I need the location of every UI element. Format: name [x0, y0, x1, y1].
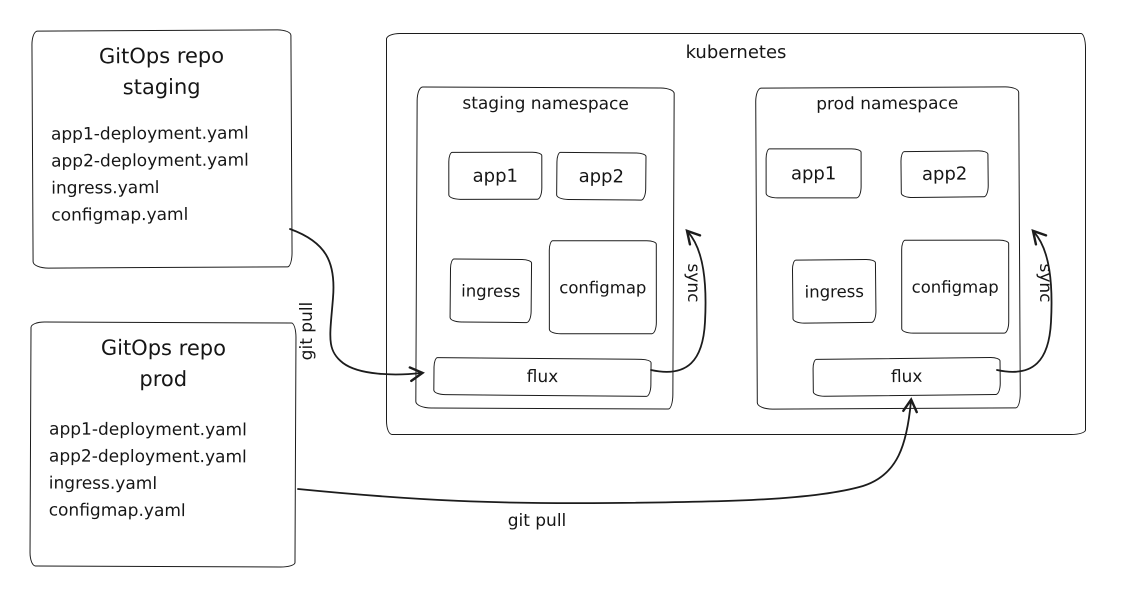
repo-staging-file-list: app1-deployment.yaml app2-deployment.yam…	[33, 120, 292, 229]
prod-app1-box: app1	[765, 148, 862, 199]
prod-configmap-box: configmap	[901, 239, 1010, 334]
prod-ingress-box: ingress	[791, 258, 877, 324]
git-pull-label-prod: git pull	[507, 511, 567, 531]
prod-flux-box: flux	[812, 356, 1001, 397]
repo-file: app2-deployment.yaml	[51, 150, 249, 172]
repo-staging-title-line2: staging	[122, 74, 201, 100]
repo-file: ingress.yaml	[51, 178, 160, 199]
repo-staging-title-line1: GitOps repo	[98, 43, 225, 69]
repo-file: app1-deployment.yaml	[50, 123, 249, 145]
gitops-repo-prod-box: GitOps repo prod app1-deployment.yaml ap…	[29, 321, 297, 568]
staging-namespace-title: staging namespace	[462, 93, 629, 115]
kubernetes-cluster-box: kubernetes staging namespace app1 app2 i…	[386, 33, 1086, 435]
staging-app2-box: app2	[556, 151, 647, 201]
repo-prod-file-list: app1-deployment.yaml app2-deployment.yam…	[31, 416, 295, 525]
repo-file: app2-deployment.yaml	[48, 446, 247, 468]
repo-file: configmap.yaml	[48, 500, 186, 522]
sync-label-staging: sync	[683, 263, 703, 303]
staging-app2-label: app2	[578, 165, 625, 187]
staging-ingress-label: ingress	[461, 281, 521, 301]
sync-label-prod: sync	[1035, 263, 1055, 303]
kubernetes-title: kubernetes	[685, 42, 787, 63]
git-pull-label-staging: git pull	[297, 301, 317, 361]
staging-ingress-box: ingress	[449, 258, 533, 324]
prod-app2-label: app2	[921, 163, 968, 185]
prod-flux-label: flux	[890, 366, 923, 388]
prod-namespace-title: prod namespace	[816, 93, 959, 115]
repo-staging-title: GitOps repo staging	[32, 30, 290, 103]
staging-app1-label: app1	[472, 165, 518, 187]
repo-prod-title-line1: GitOps repo	[100, 335, 227, 361]
staging-configmap-label: configmap	[559, 277, 647, 297]
staging-configmap-box: configmap	[548, 240, 657, 335]
gitops-repo-staging-box: GitOps repo staging app1-deployment.yaml…	[31, 29, 293, 269]
prod-namespace-box: prod namespace app1 app2 ingress configm…	[755, 86, 1021, 410]
staging-flux-box: flux	[433, 357, 652, 397]
prod-app1-label: app1	[790, 162, 837, 184]
staging-app1-box: app1	[448, 151, 543, 200]
staging-flux-label: flux	[526, 366, 559, 388]
repo-file: configmap.yaml	[51, 204, 189, 226]
repo-file: ingress.yaml	[48, 473, 158, 494]
repo-prod-title-line2: prod	[139, 366, 188, 392]
prod-app2-box: app2	[900, 150, 989, 199]
staging-namespace-box: staging namespace app1 app2 ingress conf…	[415, 86, 675, 410]
repo-prod-title: GitOps repo prod	[31, 322, 295, 395]
repo-file: app1-deployment.yaml	[49, 419, 247, 441]
prod-ingress-label: ingress	[804, 281, 864, 302]
prod-configmap-label: configmap	[911, 277, 999, 297]
